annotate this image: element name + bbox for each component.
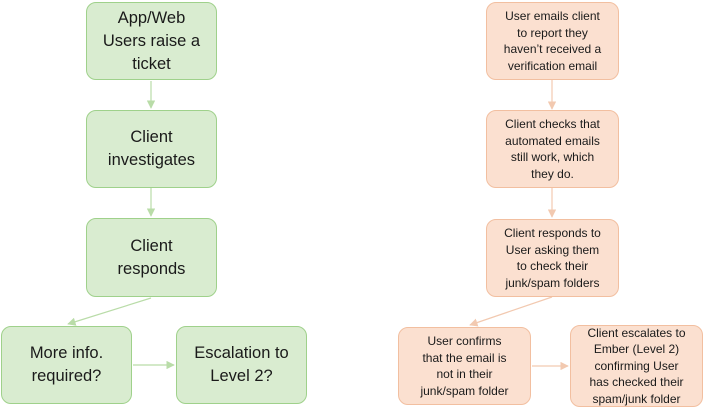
node-client-responds-to-user-label: Client responds to User asking them to c… — [504, 226, 601, 290]
node-client-investigates: Client investigates — [86, 110, 217, 188]
node-client-responds: Client responds — [86, 218, 217, 297]
node-more-info-required: More info. required? — [1, 326, 132, 404]
node-user-emails-client: User emails client to report they haven’… — [486, 2, 619, 80]
node-client-checks-emails: Client checks that automated emails stil… — [486, 110, 619, 188]
node-client-responds-to-user: Client responds to User asking them to c… — [486, 219, 619, 297]
node-more-info-required-label: More info. required? — [29, 344, 104, 385]
node-escalation-level-2: Escalation to Level 2? — [176, 326, 307, 404]
node-escalation-level-2-label: Escalation to Level 2? — [194, 344, 289, 385]
node-client-escalates: Client escalates to Ember (Level 2) conf… — [570, 325, 703, 407]
node-client-responds-label: Client responds — [117, 236, 186, 278]
node-raise-ticket-label: App/Web Users raise a ticket — [102, 8, 201, 73]
connector-respond-to-moreinfo — [67, 297, 152, 326]
node-user-confirms-label: User confirms that the email is not in t… — [420, 334, 509, 398]
node-raise-ticket: App/Web Users raise a ticket — [86, 2, 217, 80]
connector-responds-to-confirms — [469, 296, 553, 327]
node-user-confirms: User confirms that the email is not in t… — [398, 327, 531, 405]
node-user-emails-client-label: User emails client to report they haven’… — [503, 9, 602, 73]
node-client-checks-emails-label: Client checks that automated emails stil… — [505, 117, 600, 181]
node-client-escalates-label: Client escalates to Ember (Level 2) conf… — [587, 325, 686, 406]
node-client-investigates-label: Client investigates — [107, 128, 196, 169]
